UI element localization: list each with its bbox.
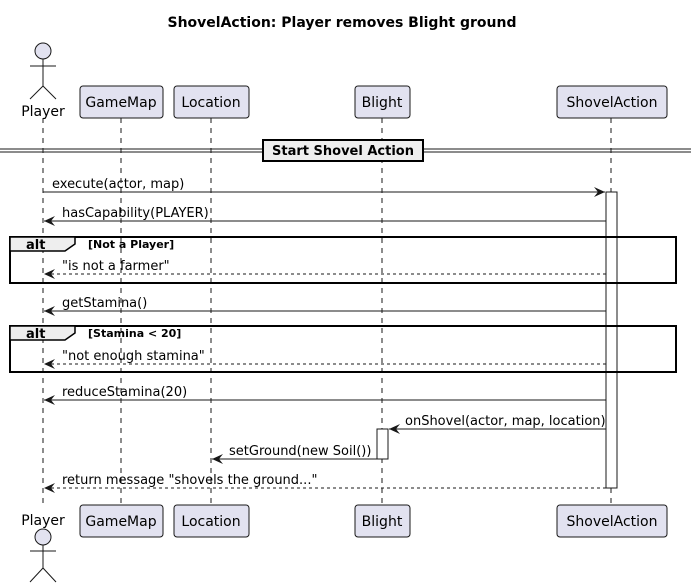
alt-condition: [Stamina < 20] bbox=[88, 327, 181, 340]
participant-label-gamemap-bottom: GameMap bbox=[85, 514, 156, 530]
participant-box-shovelaction-bottom bbox=[556, 504, 668, 538]
participant-box-blight-bottom bbox=[354, 504, 411, 538]
participant-label-blight-bottom: Blight bbox=[362, 514, 403, 530]
participant-label-player-bottom: Player bbox=[21, 513, 65, 529]
participant-label-shovelaction-bottom: ShovelAction bbox=[567, 514, 658, 530]
divider: Start Shovel Action bbox=[0, 139, 691, 162]
actor-head bbox=[34, 42, 52, 60]
participant-label-shovelaction-top: ShovelAction bbox=[567, 95, 658, 111]
alt-fragment-stamina: alt [Stamina < 20] bbox=[9, 325, 677, 373]
messages bbox=[43, 187, 606, 493]
alt-keyword: alt bbox=[26, 327, 45, 342]
participant-box-blight-top bbox=[354, 85, 411, 119]
actor-leg-left bbox=[29, 567, 44, 583]
message-label-not-farmer: "is not a farmer" bbox=[62, 259, 170, 274]
message-label-not-enough-stamina: "not enough stamina" bbox=[62, 349, 205, 364]
actor-leg-left bbox=[29, 85, 44, 100]
actor-player-bottom bbox=[29, 528, 57, 583]
message-label-getstamina: getStamina() bbox=[62, 296, 147, 311]
message-label-reducestamina: reduceStamina(20) bbox=[62, 385, 187, 400]
participant-label-blight-top: Blight bbox=[362, 95, 403, 111]
alt-keyword: alt bbox=[26, 238, 45, 253]
participant-box-gamemap-bottom bbox=[79, 504, 164, 538]
participant-box-location-bottom bbox=[173, 504, 250, 538]
message-label-setground: setGround(new Soil()) bbox=[229, 444, 371, 459]
diagram-title: ShovelAction: Player removes Blight grou… bbox=[167, 15, 516, 31]
divider-label: Start Shovel Action bbox=[272, 144, 414, 159]
message-labels: execute(actor, map) hasCapability(PLAYER… bbox=[52, 177, 606, 488]
participant-box-location-top bbox=[173, 85, 250, 119]
alt-condition: [Not a Player] bbox=[88, 238, 174, 251]
actor-player-top bbox=[29, 42, 57, 100]
participants-top: Player GameMap Location Blight ShovelAct… bbox=[21, 42, 668, 120]
activation-shovelaction bbox=[605, 191, 618, 489]
participant-box-shovelaction-top bbox=[556, 85, 668, 119]
message-label-onshovel: onShovel(actor, map, location) bbox=[405, 414, 606, 429]
message-label-hascapability: hasCapability(PLAYER) bbox=[62, 206, 209, 221]
actor-leg-right bbox=[42, 85, 57, 100]
actor-leg-right bbox=[42, 567, 57, 583]
participant-box-gamemap-top bbox=[79, 85, 164, 119]
message-label-return-message: return message "shovels the ground..." bbox=[62, 473, 317, 488]
divider-box bbox=[262, 139, 424, 162]
alt-fragment-not-player: alt [Not a Player] bbox=[9, 236, 677, 284]
participant-label-player-top: Player bbox=[21, 104, 65, 120]
participant-label-location-bottom: Location bbox=[181, 514, 240, 530]
participants-bottom: Player GameMap Location Blight ShovelAct… bbox=[21, 504, 668, 583]
message-label-execute: execute(actor, map) bbox=[52, 177, 184, 192]
participant-label-gamemap-top: GameMap bbox=[85, 95, 156, 111]
participant-label-location-top: Location bbox=[181, 95, 240, 111]
actor-head bbox=[34, 528, 52, 546]
activation-blight bbox=[376, 428, 389, 460]
